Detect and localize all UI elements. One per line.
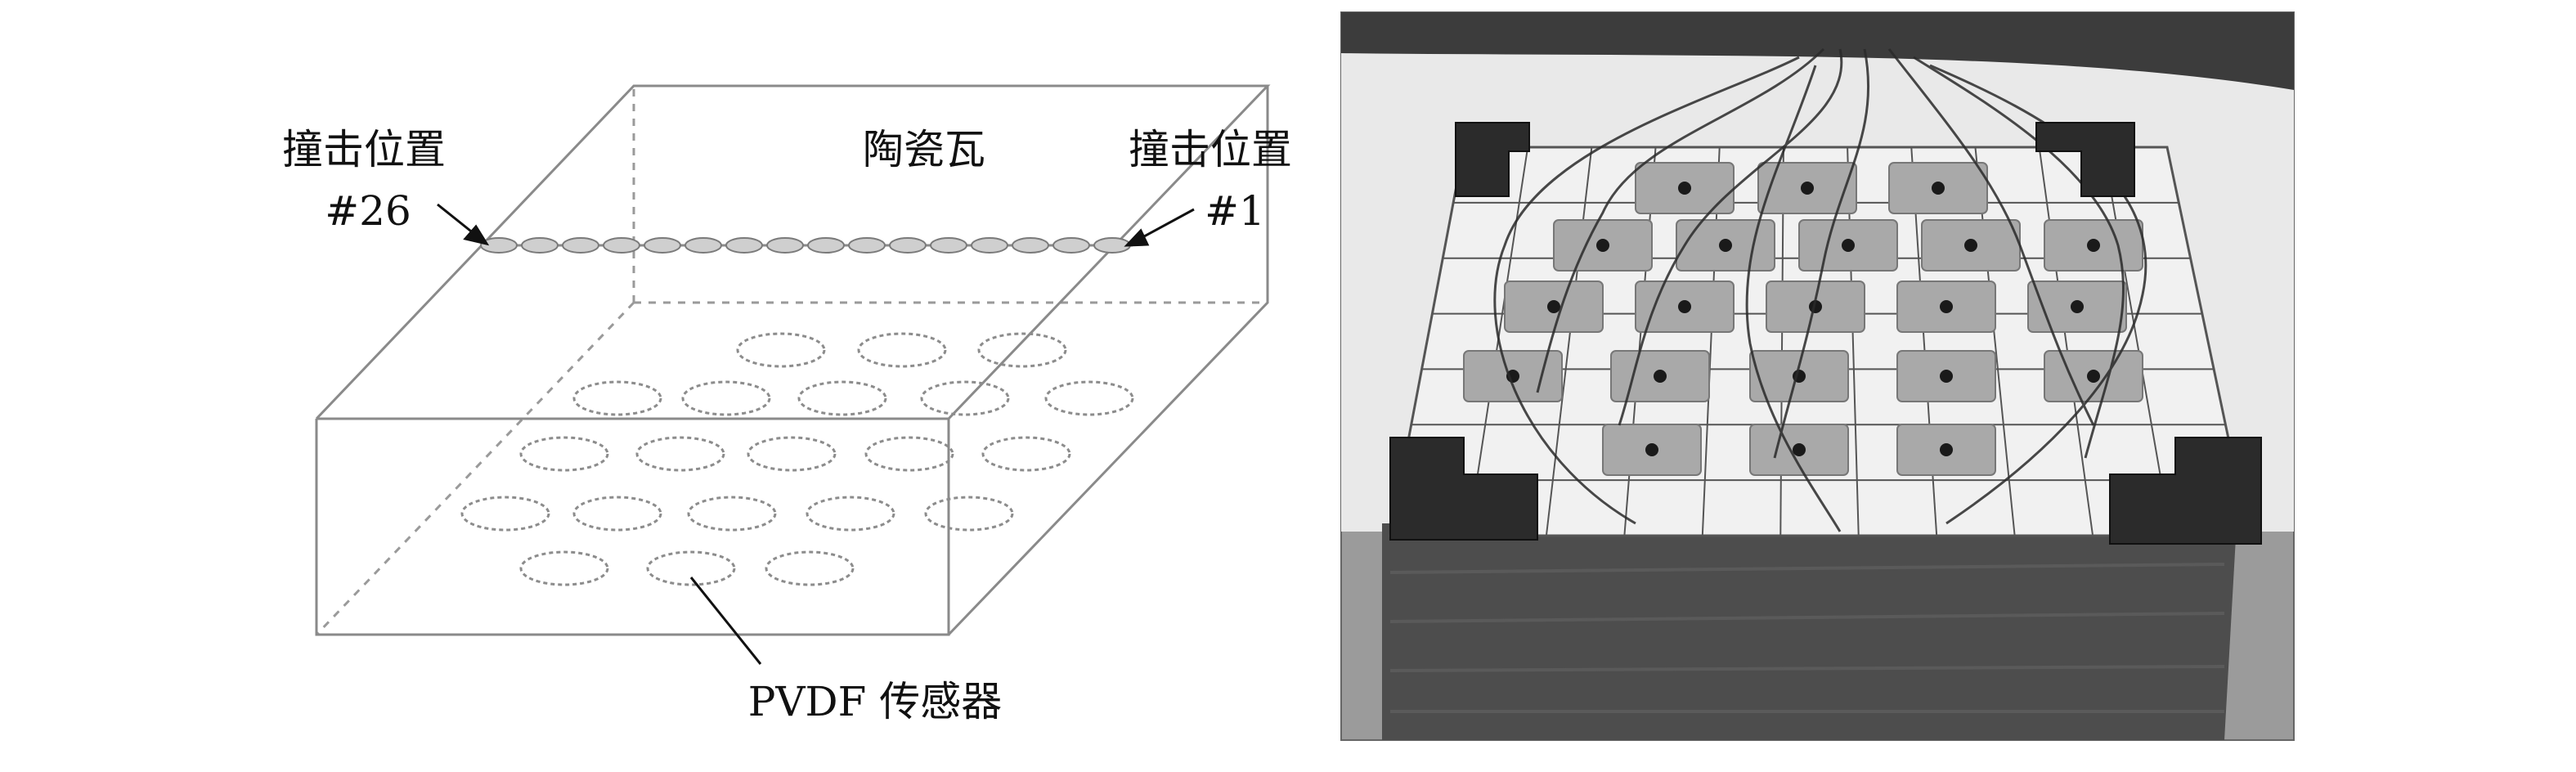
schematic-diagram: 撞击位置 #26 陶瓷瓦 撞击位置 #1 PVDF 传感器 xyxy=(282,84,1292,725)
impact-arrow-left xyxy=(437,203,490,246)
sensor-contact xyxy=(1719,239,1732,252)
sensor-contact xyxy=(1596,239,1609,252)
pvdf-sensor xyxy=(977,332,1067,368)
sensor-contact xyxy=(1801,182,1814,195)
impact-point xyxy=(562,237,599,254)
impact-point xyxy=(725,237,763,254)
sensor-contact xyxy=(1678,300,1691,313)
pvdf-sensor xyxy=(635,436,725,472)
pvdf-sensor xyxy=(681,380,771,416)
impact-point xyxy=(1052,237,1090,254)
impact-point xyxy=(603,237,640,254)
impact-point xyxy=(1093,237,1131,254)
pvdf-sensor xyxy=(864,436,954,472)
pvdf-sensor xyxy=(765,550,855,586)
sensor-contact xyxy=(1940,370,1953,383)
pvdf-sensor xyxy=(924,496,1014,532)
impact-label-right-num: #1 xyxy=(1205,187,1265,235)
sensor-contact xyxy=(1940,300,1953,313)
pvdf-sensor xyxy=(797,380,887,416)
pvdf-sensor xyxy=(572,496,662,532)
sensor-contact xyxy=(2087,370,2100,383)
weight-bottom-left xyxy=(1389,437,1538,541)
weight-bottom-right xyxy=(2109,437,2262,545)
impact-point xyxy=(766,237,804,254)
block-front xyxy=(1382,523,2237,740)
sensor-contact xyxy=(2087,239,2100,252)
weight-top-left xyxy=(1455,122,1530,197)
hidden-edges xyxy=(316,86,1266,635)
impact-point xyxy=(848,237,886,254)
pvdf-sensor xyxy=(747,436,837,472)
pvdf-sensor xyxy=(920,380,1010,416)
block-texture xyxy=(1389,563,2225,713)
sensor-contact xyxy=(1793,443,1806,456)
sensor-contact xyxy=(2071,300,2084,313)
sensor-contact xyxy=(1964,239,1977,252)
impact-point xyxy=(684,237,722,254)
impact-label-left-num: #26 xyxy=(325,187,411,235)
pvdf-sensor xyxy=(519,550,609,586)
panel-photo xyxy=(1340,11,2295,741)
pvdf-sensors xyxy=(460,332,1134,586)
photo-backdrop-top xyxy=(1341,12,2294,90)
impact-point xyxy=(807,237,845,254)
pvdf-sensor xyxy=(519,436,609,472)
sensor-contact xyxy=(1654,370,1667,383)
grid-line xyxy=(2038,146,2094,536)
weight-top-right xyxy=(2035,122,2135,197)
corner-weights xyxy=(1389,122,2262,545)
sensor-contact xyxy=(1678,182,1691,195)
box-edges xyxy=(315,84,1271,636)
impact-points xyxy=(480,237,1131,254)
pvdf-sensor xyxy=(687,496,777,532)
sensor-contact xyxy=(1645,443,1658,456)
impact-point xyxy=(971,237,1008,254)
sensor-wires xyxy=(1493,47,2147,532)
pvdf-sensor xyxy=(1044,380,1134,416)
impact-point xyxy=(889,237,927,254)
impact-point xyxy=(480,237,518,254)
sensor-contact xyxy=(1940,443,1953,456)
pvdf-sensor xyxy=(572,380,662,416)
pvdf-sensor xyxy=(646,550,736,586)
pvdf-sensor xyxy=(460,496,550,532)
sensor-label: PVDF 传感器 xyxy=(748,678,1002,725)
sensor-contact xyxy=(1842,239,1855,252)
pvdf-sensor xyxy=(806,496,895,532)
pvdf-sensor xyxy=(857,332,947,368)
impact-label-right-name: 撞击位置 xyxy=(1129,126,1292,173)
impact-point xyxy=(644,237,681,254)
impact-label-left-name: 撞击位置 xyxy=(282,126,446,173)
impact-arrow-right xyxy=(1124,208,1195,247)
sensor-contact xyxy=(1547,300,1560,313)
impact-point xyxy=(521,237,559,254)
tile-label: 陶瓷瓦 xyxy=(863,126,985,173)
grid-line xyxy=(2102,146,2172,536)
sensor-contact xyxy=(1932,182,1945,195)
impact-point xyxy=(930,237,967,254)
pvdf-sensor xyxy=(736,332,826,368)
grid-line xyxy=(1545,146,1593,536)
sensor-leader-line xyxy=(689,577,762,665)
pvdf-sensor xyxy=(981,436,1071,472)
impact-point xyxy=(1012,237,1049,254)
